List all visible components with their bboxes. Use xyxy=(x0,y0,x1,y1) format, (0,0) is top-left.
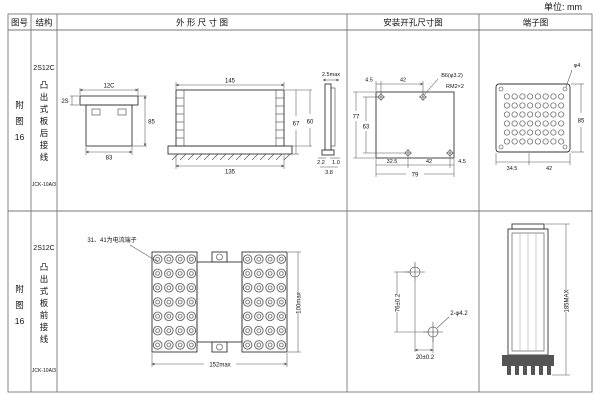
drill-hole xyxy=(377,93,454,157)
row2-structure: 2S12C 凸 出 式 板 前 接 线 JCK-10A/3 xyxy=(32,245,56,374)
row1-install-plan: 4.5 42 B6(φ3.2) RM2×2 77 63 32.5 42 4.5 … xyxy=(353,73,466,179)
terminal-block-left xyxy=(152,252,197,352)
fig-number: 16 xyxy=(15,132,25,142)
fig-number: 16 xyxy=(15,316,25,326)
terminal-block-right xyxy=(242,252,287,352)
dim-width-152max: 152max xyxy=(209,363,230,369)
dim-terminal-w1: 34.5 xyxy=(507,166,518,172)
col-header-outline: 外 形 尺 寸 图 xyxy=(176,18,228,28)
col-header-terminal: 端子图 xyxy=(523,18,549,28)
dim-terminal-height: 85 xyxy=(578,119,585,125)
terminal-pins xyxy=(507,366,551,375)
dim-front-width-inner: 135 xyxy=(225,170,236,176)
col-header-structure: 结构 xyxy=(35,18,52,28)
mount-char: 线 xyxy=(40,334,49,344)
dim-panel-thickness: 2.5max xyxy=(322,72,340,78)
dim-height-63: 63 xyxy=(363,125,370,131)
row2-terminal-view: 185MAX xyxy=(502,223,571,376)
dim-bottom-3: 4.5 xyxy=(458,159,466,165)
dim-bottom-1: 32.5 xyxy=(387,159,398,165)
dim-hole-pitch-v: 76±0.2 xyxy=(396,293,402,312)
drill-hole xyxy=(405,262,443,342)
dim-top-offset: 4.5 xyxy=(365,78,373,84)
fig-char: 图 xyxy=(15,300,24,310)
dim-top-pitch: 42 xyxy=(400,78,406,84)
dim-bottom-2: 42 xyxy=(426,159,432,165)
mount-char: 凸 xyxy=(40,80,49,90)
type-code: JCK-10A/3 xyxy=(32,182,56,188)
row1-outline-top-view: 12C 2S 85 83 xyxy=(61,84,155,162)
note-hole-spec: B6(φ3.2) xyxy=(441,73,463,79)
mount-char: 出 xyxy=(40,274,49,284)
row1-structure: 2S12C 凸 出 式 板 后 接 线 JCK-10A/3 xyxy=(32,65,56,188)
dim-height-outer: 67 xyxy=(293,122,300,128)
col-header-install: 安装开孔尺寸图 xyxy=(383,18,443,28)
relay-base xyxy=(502,355,554,366)
fig-char: 图 xyxy=(15,116,24,126)
dim-t2: 1.0 xyxy=(332,160,340,166)
fig-char: 附 xyxy=(15,100,24,110)
mount-char: 出 xyxy=(40,92,49,102)
row2-outline-view: 31、41为电流端子 100max 152max xyxy=(87,236,302,369)
mount-char: 后 xyxy=(40,128,49,138)
mount-char: 板 xyxy=(40,298,49,308)
dim-t1: 2.2 xyxy=(317,160,325,166)
note-hole-size: 2-φ4.2 xyxy=(450,311,468,317)
note-current-terminals: 31、41为电流端子 xyxy=(87,236,136,244)
mount-char: 接 xyxy=(40,322,49,332)
terminal-grid xyxy=(503,92,565,146)
dim-height-185max: 185MAX xyxy=(565,289,571,312)
dim-height-inner: 60 xyxy=(307,120,314,126)
dim-top-width: 12C xyxy=(103,84,115,90)
row2: 附 图 16 2S12C 凸 出 式 板 前 接 线 JCK-10A/3 31、… xyxy=(15,223,571,376)
type-code: JCK-10A/3 xyxy=(32,368,56,374)
row1-outline-side-view: 2.5max 2.2 1.0 3.8 xyxy=(317,72,340,176)
dim-t3: 3.8 xyxy=(325,170,333,176)
row1-terminal-diagram: φ4 85 34.5 42 xyxy=(495,63,585,172)
mount-hole xyxy=(498,86,568,150)
row1-fig-number: 附 图 16 xyxy=(15,100,25,142)
mount-char: 前 xyxy=(40,310,49,320)
unit-label: 单位: mm xyxy=(544,1,582,12)
dim-height-100max: 100max xyxy=(297,292,303,313)
mount-char: 凸 xyxy=(40,262,49,272)
mount-char: 式 xyxy=(40,286,49,296)
dim-front-width: 145 xyxy=(225,79,236,85)
model-label: 2S12C xyxy=(33,65,54,72)
col-header-fig: 图号 xyxy=(11,18,28,28)
mount-char: 板 xyxy=(40,116,49,126)
dim-bottom-total: 79 xyxy=(412,173,419,179)
row1-outline-front-view: 145 135 67 60 xyxy=(167,79,314,176)
dim-terminal-w2: 42 xyxy=(546,166,552,172)
row2-install-plan: 76±0.2 2-φ4.2 20±0.2 xyxy=(394,262,468,361)
dim-hole-pitch-h: 20±0.2 xyxy=(416,355,435,361)
dim-bottom-width: 83 xyxy=(106,156,113,162)
mount-char: 式 xyxy=(40,104,49,114)
row2-fig-number: 附 图 16 xyxy=(15,284,25,326)
mount-char: 线 xyxy=(40,152,49,162)
note-terminal-hole: φ4 xyxy=(574,63,581,69)
header-row: 图号 结构 外 形 尺 寸 图 安装开孔尺寸图 端子图 xyxy=(11,18,548,28)
note-screw-spec: RM2×2 xyxy=(446,84,464,90)
dim-height-77: 77 xyxy=(353,115,360,121)
row1: 附 图 16 2S12C 凸 出 式 板 后 接 线 JCK-10A/3 12C xyxy=(15,63,585,188)
table-grid xyxy=(7,13,593,393)
model-label: 2S12C xyxy=(33,245,54,252)
dim-side-height: 85 xyxy=(148,120,155,126)
fig-char: 附 xyxy=(15,284,24,294)
mount-char: 接 xyxy=(40,140,49,150)
dim-flange-height: 2S xyxy=(61,99,68,105)
